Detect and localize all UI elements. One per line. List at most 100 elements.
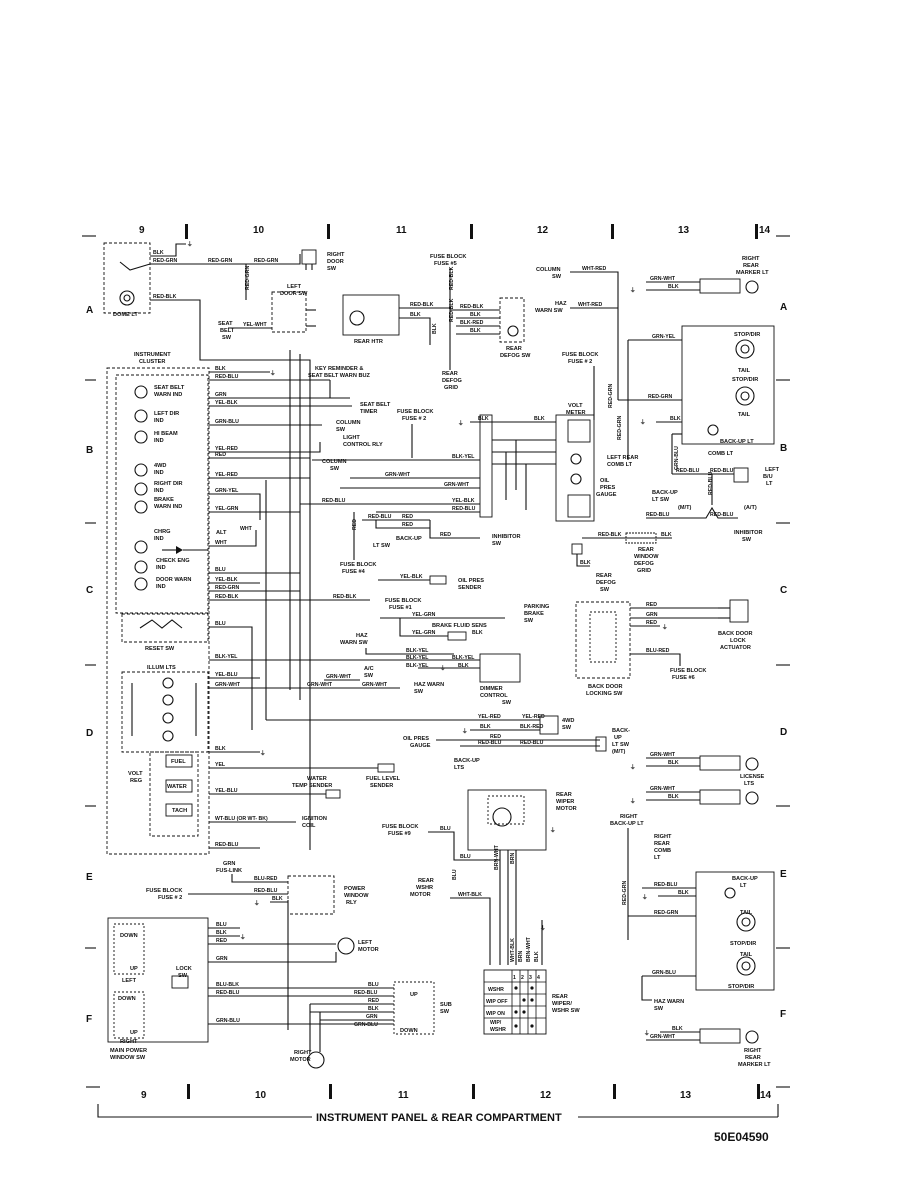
svg-text:RED-BLU: RED-BLU: [654, 882, 678, 888]
row-label: D: [86, 728, 93, 739]
svg-text:STOP/DIR: STOP/DIR: [730, 941, 756, 947]
svg-text:RED-BLU: RED-BLU: [520, 740, 544, 746]
svg-text:SW: SW: [552, 274, 562, 280]
svg-text:BLU: BLU: [452, 869, 458, 880]
svg-text:⏚: ⏚: [640, 419, 646, 426]
svg-text:GRN-WHT: GRN-WHT: [650, 786, 676, 792]
dome-lt-label: DOME LT: [113, 312, 138, 318]
svg-text:RIGHT: RIGHT: [294, 1050, 312, 1056]
svg-text:BLK: BLK: [153, 250, 164, 256]
svg-text:RED-BLU: RED-BLU: [646, 512, 670, 518]
svg-text:RED-BLU: RED-BLU: [710, 468, 734, 474]
svg-text:RED-BLU: RED-BLU: [708, 471, 714, 495]
svg-text:BLK: BLK: [534, 951, 540, 962]
svg-text:RED-BLU: RED-BLU: [368, 514, 392, 520]
svg-text:SW: SW: [327, 266, 337, 272]
svg-text:LEFT: LEFT: [287, 284, 302, 290]
svg-text:SW: SW: [440, 1009, 450, 1015]
svg-text:BACK-: BACK-: [612, 728, 630, 734]
svg-text:HAZ WARN: HAZ WARN: [654, 999, 684, 1005]
svg-text:WSHR: WSHR: [490, 1027, 506, 1033]
svg-text:⏚: ⏚: [440, 665, 446, 672]
svg-text:BRAKE FLUID SENS: BRAKE FLUID SENS: [432, 623, 487, 629]
svg-text:CHRG: CHRG: [154, 529, 170, 535]
svg-text:TEMP SENDER: TEMP SENDER: [292, 783, 332, 789]
svg-text:RED: RED: [352, 519, 358, 530]
svg-text:WINDOW: WINDOW: [634, 554, 659, 560]
svg-text:DOOR: DOOR: [327, 259, 344, 265]
svg-text:BLK: BLK: [215, 746, 226, 752]
svg-text:DOWN: DOWN: [120, 933, 138, 939]
svg-text:RED-BLK: RED-BLK: [449, 266, 455, 290]
svg-text:UP: UP: [614, 735, 622, 741]
cluster-indicators: SEAT BELT WARN IND LEFT DIR IND HI BEAM …: [134, 385, 191, 591]
svg-text:RED-BLU: RED-BLU: [322, 498, 346, 504]
zone-label: 11: [396, 225, 407, 236]
svg-text:GRN-BLU: GRN-BLU: [674, 446, 680, 470]
svg-text:DOWN: DOWN: [118, 996, 136, 1002]
zone-label: 9: [139, 225, 145, 236]
svg-text:WIPER/: WIPER/: [552, 1001, 572, 1007]
svg-text:BLK: BLK: [668, 284, 679, 290]
svg-text:DEFOG: DEFOG: [634, 561, 654, 567]
svg-text:IGNITION: IGNITION: [302, 816, 327, 822]
svg-text:YEL-BLU: YEL-BLU: [215, 672, 238, 678]
svg-text:BLK: BLK: [668, 760, 679, 766]
svg-text:RED: RED: [402, 522, 413, 528]
svg-text:LEFT REAR: LEFT REAR: [607, 455, 638, 461]
svg-text:BLK: BLK: [678, 890, 689, 896]
svg-text:RESET SW: RESET SW: [145, 646, 175, 652]
svg-text:RED-BLK: RED-BLK: [153, 294, 177, 300]
svg-text:YEL-RED: YEL-RED: [522, 714, 545, 720]
svg-text:FUSE # 2: FUSE # 2: [402, 416, 426, 422]
right-rear-comb: RIGHT BACK-UP LT RIGHT REAR COMB LT RED-…: [610, 814, 775, 1068]
svg-text:⏚: ⏚: [630, 287, 636, 294]
svg-text:SW: SW: [336, 427, 346, 433]
svg-text:SW: SW: [414, 689, 424, 695]
svg-text:IND: IND: [154, 470, 164, 476]
svg-text:LEFT: LEFT: [765, 467, 780, 473]
svg-text:YEL-GRN: YEL-GRN: [412, 630, 436, 636]
svg-text:TAIL: TAIL: [740, 952, 753, 958]
svg-text:BLK: BLK: [668, 794, 679, 800]
svg-text:FUSE #1: FUSE #1: [389, 605, 412, 611]
svg-text:GRN-BLU: GRN-BLU: [354, 1022, 378, 1028]
svg-text:RIGHT: RIGHT: [654, 834, 672, 840]
svg-text:RED: RED: [440, 532, 451, 538]
zone-label: 14: [759, 225, 771, 236]
zone-label: 10: [253, 225, 265, 236]
svg-text:RED: RED: [368, 998, 379, 1004]
svg-text:SW: SW: [330, 466, 340, 472]
svg-text:PARKING: PARKING: [524, 604, 549, 610]
svg-text:FUSE BLOCK: FUSE BLOCK: [340, 562, 376, 568]
svg-text:RIGHT: RIGHT: [120, 1039, 138, 1045]
svg-text:LOCK: LOCK: [176, 966, 192, 972]
svg-text:LEFT: LEFT: [358, 940, 373, 946]
svg-text:IND: IND: [154, 438, 164, 444]
svg-text:TIMER: TIMER: [360, 409, 377, 415]
zone-ruler-bottom: 9 10 11 12 13 14: [86, 1084, 790, 1101]
svg-text:RED: RED: [646, 602, 657, 608]
svg-text:PRES: PRES: [600, 485, 616, 491]
svg-text:YEL-BLK: YEL-BLK: [452, 498, 475, 504]
svg-text:⏚: ⏚: [662, 624, 668, 631]
svg-text:TAIL: TAIL: [738, 412, 751, 418]
svg-text:GRN-BLU: GRN-BLU: [216, 1018, 240, 1024]
svg-text:⏚: ⏚: [642, 894, 648, 901]
svg-text:LT: LT: [654, 855, 661, 861]
svg-text:BLU: BLU: [215, 621, 226, 627]
svg-text:BLK: BLK: [672, 1026, 683, 1032]
svg-text:RED: RED: [402, 514, 413, 520]
svg-text:⏚: ⏚: [187, 241, 193, 248]
svg-text:DOWN: DOWN: [400, 1028, 418, 1034]
svg-text:RED-BLK: RED-BLK: [333, 594, 357, 600]
svg-text:REAR: REAR: [556, 792, 572, 798]
svg-text:WINDOW: WINDOW: [344, 893, 369, 899]
svg-text:REAR: REAR: [506, 346, 522, 352]
svg-text:HAZ: HAZ: [555, 301, 567, 307]
svg-text:GRN: GRN: [223, 861, 235, 867]
svg-text:RED: RED: [490, 734, 501, 740]
svg-text:IND: IND: [156, 584, 166, 590]
svg-text:GRN: GRN: [366, 1014, 378, 1020]
